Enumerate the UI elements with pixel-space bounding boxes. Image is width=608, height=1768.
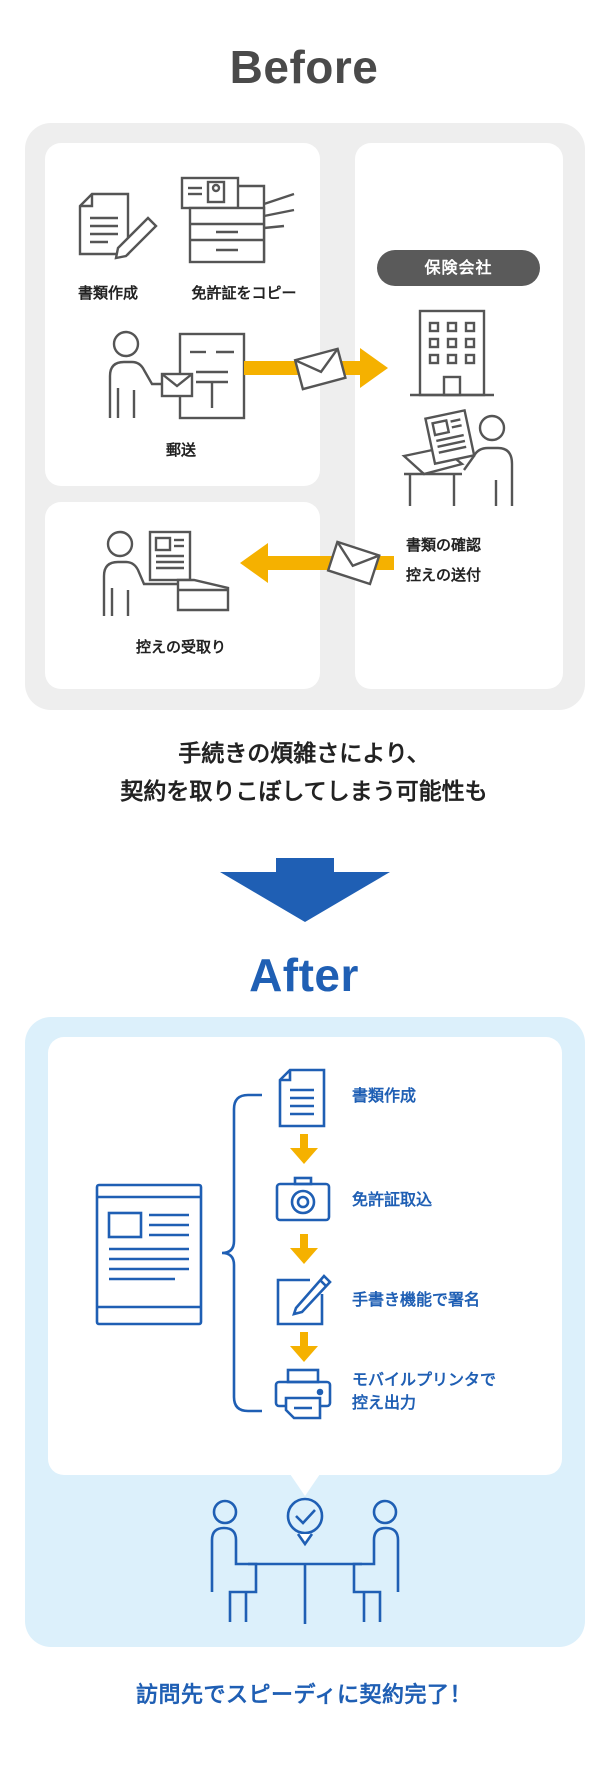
meeting-icon — [210, 1497, 400, 1624]
person-mailing-icon — [108, 330, 246, 420]
step-arrow-icon — [290, 1332, 318, 1362]
problem-line-2: 契約を取りこぼしてしまう可能性も — [120, 779, 488, 805]
flow-bracket — [221, 1093, 262, 1413]
step-arrow-icon — [290, 1134, 318, 1164]
staff-reviewing-icon — [401, 408, 514, 506]
step-copy-license-label: 免許証をコピー — [191, 284, 297, 302]
camera-icon — [275, 1176, 331, 1222]
printer-icon — [274, 1368, 332, 1420]
insurer-confirm-label: 書類の確認 — [406, 536, 482, 554]
problem-line-1: 手続きの煩雑さにより、 — [178, 741, 430, 767]
document-pen-icon — [78, 192, 158, 260]
after-step-capture-license: 免許証取込 — [352, 1190, 433, 1209]
conclusion-text: 訪問先でスピーディに契約完了！ — [136, 1683, 472, 1708]
step-arrow-icon — [290, 1234, 318, 1264]
building-icon — [410, 309, 494, 397]
tablet-icon — [95, 1183, 203, 1326]
problem-statement: 手続きの煩雑さにより、 契約を取りこぼしてしまう可能性も — [0, 735, 608, 811]
insurer-badge: 保険会社 — [377, 250, 540, 286]
person-receiving-icon — [102, 530, 230, 616]
after-step-mobile-printer-line-2: 控え出力 — [352, 1393, 417, 1412]
after-step-mobile-printer-line-1: モバイルプリンタで — [352, 1370, 497, 1389]
pen-sign-icon — [276, 1274, 332, 1326]
copier-icon — [180, 176, 295, 264]
step-receive-copy-label: 控えの受取り — [135, 638, 227, 656]
after-title: After — [249, 949, 359, 1001]
document-icon — [278, 1068, 326, 1128]
envelope-icon — [326, 540, 381, 586]
after-step-handwritten-signature: 手書き機能で署名 — [352, 1290, 481, 1309]
insurer-send-copy-label: 控えの送付 — [406, 566, 482, 584]
down-arrow-icon — [220, 858, 390, 922]
step-create-docs-label: 書類作成 — [77, 284, 139, 302]
bubble-tail — [290, 1474, 320, 1496]
after-step-mobile-printer: モバイルプリンタで 控え出力 — [352, 1368, 496, 1414]
step-mail-label: 郵送 — [165, 441, 197, 459]
after-step-create-docs: 書類作成 — [352, 1086, 417, 1105]
before-title: Before — [229, 41, 379, 93]
envelope-icon — [293, 347, 347, 391]
